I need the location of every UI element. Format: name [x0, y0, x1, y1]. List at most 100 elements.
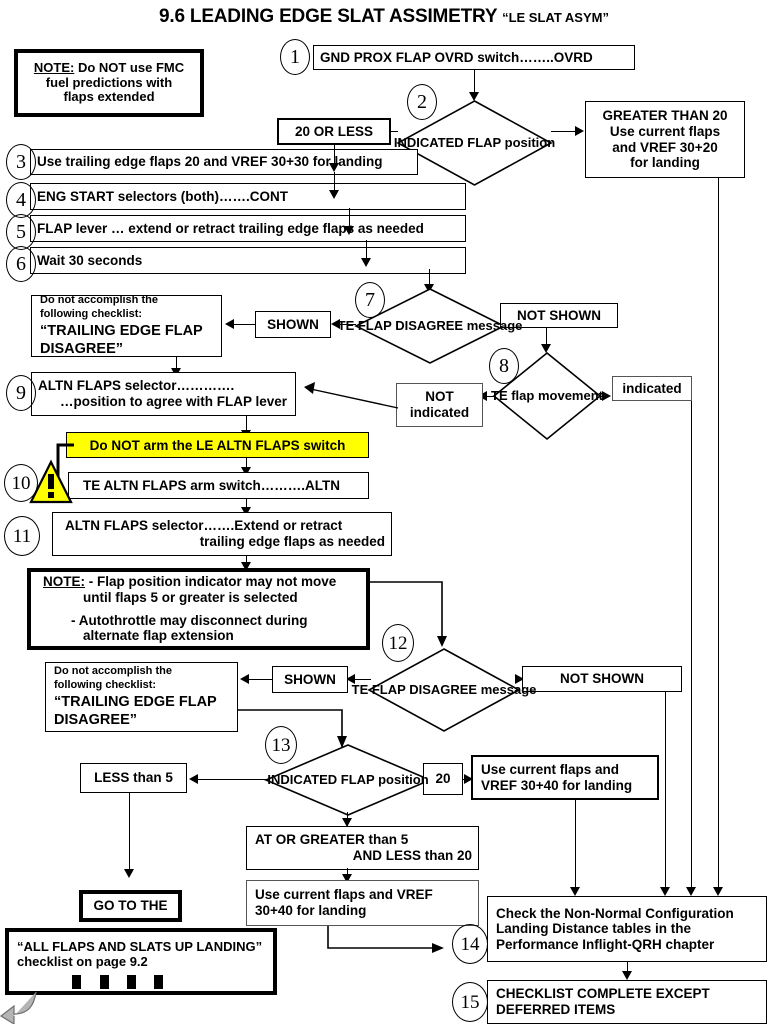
box-20-or-less: 20 OR LESS — [277, 118, 391, 145]
note-box-bottom: NOTE: - Flap position indicator may not … — [27, 568, 370, 650]
box-do-not-accomplish-1: Do not accomplish the following checklis… — [31, 294, 222, 357]
arrowhead-7-to-shown1 — [331, 319, 340, 329]
connector-shown1-to-donot1 — [232, 324, 256, 325]
box-altn-flaps-selector-9: ALTN FLAPS selector…………. …position to ag… — [31, 372, 296, 416]
arrowhead-8-to-indicated — [602, 391, 611, 401]
step-number-12: 12 — [382, 624, 414, 662]
decision-2-line2: FLAP — [467, 134, 501, 150]
connector-donot2-to-13 — [238, 709, 347, 748]
box-shown-2: SHOWN — [272, 666, 348, 693]
donot2-line4: DISAGREE” — [54, 711, 137, 728]
box-step5-label: FLAP lever … extend or retract trailing … — [37, 220, 424, 236]
box-20-or-less-label: 20 OR LESS — [294, 123, 374, 139]
arrowhead-4-to-5 — [344, 226, 354, 235]
warning-yellow-label: Do NOT arm the LE ALTN FLAPS switch — [89, 437, 346, 453]
box-altn-flaps-selector-11: ALTN FLAPS selector…….Extend or retract … — [52, 512, 392, 556]
arrowhead-shown1-to-donot1 — [225, 319, 234, 329]
arrowhead-2-to-greater20 — [575, 126, 584, 136]
arrowhead-5-to-6 — [361, 258, 371, 267]
box-wait-30-seconds: Wait 30 seconds — [30, 247, 466, 274]
decision-8-line2: movement — [537, 387, 603, 403]
decision-7-text: TE FLAP DISAGREE message — [338, 318, 523, 334]
arrowhead-notshown2-to-14 — [660, 887, 670, 896]
connector-less5-to-goto — [129, 793, 130, 873]
box-checklist-complete: CHECKLIST COMPLETE EXCEPT DEFERRED ITEMS — [487, 980, 767, 1024]
connector-10-to-11 — [246, 499, 247, 513]
box-flap-lever: FLAP lever … extend or retract trailing … — [30, 215, 466, 242]
box-flap-20-label: 20 — [435, 771, 451, 787]
note2-line2: until flaps 5 or greater is selected — [83, 589, 298, 605]
step-number-7: 7 — [355, 282, 385, 318]
step-number-3: 3 — [6, 144, 36, 180]
box-step15-line1: CHECKLIST COMPLETE EXCEPT — [496, 986, 710, 1002]
box-step14-line1: Check the Non-Normal Configuration — [496, 905, 734, 921]
decision-te-flap-disagree-7: TE FLAP DISAGREE message — [338, 288, 522, 364]
decision-2-text: INDICATED FLAP position — [394, 135, 555, 151]
box-not-shown-1: NOT SHOWN — [500, 303, 618, 328]
box-do-not-accomplish-2: Do not accomplish the following checklis… — [45, 662, 238, 732]
box-indicated-label: indicated — [622, 380, 682, 396]
box-shown-1-label: SHOWN — [267, 316, 319, 332]
box-at-or-greater-than-5: AT OR GREATER than 5 AND LESS than 20 — [246, 826, 479, 870]
box-not-shown-2-label: NOT SHOWN — [560, 671, 644, 687]
diamond-shape-7 — [354, 288, 506, 364]
diamond-shape-8 — [492, 351, 602, 441]
not-indicated-line2: indicated — [409, 405, 470, 420]
note2-line4: alternate flap extension — [83, 628, 234, 644]
decision-te-flap-disagree-12: TE FLAP DISAGREE message — [352, 648, 536, 732]
decision-indicated-flap-position-2: INDICATED FLAP position — [394, 100, 555, 186]
box-step9-line2: …position to agree with FLAP lever — [60, 394, 288, 409]
connector-4-to-5 — [349, 208, 350, 230]
box-step14-line2: Landing Distance tables in the — [496, 921, 692, 937]
step-number-6: 6 — [6, 246, 36, 282]
arrowhead-20orless-to-3 — [329, 163, 339, 172]
connector-notindicated-to-9 — [304, 382, 399, 409]
box-step10-label: TE ALTN FLAPS arm switch……….ALTN — [83, 477, 341, 493]
atgreater-line2: AND LESS than 20 — [352, 848, 472, 863]
allflaps-line2: checklist on page 9.2 — [17, 953, 148, 969]
box-step11-line1: ALTN FLAPS selector…….Extend or retract — [65, 518, 343, 534]
arrowhead-12-to-notshown2 — [515, 674, 524, 684]
arrowhead-1-to-2 — [469, 92, 479, 101]
box-step9-line1: ALTN FLAPS selector…………. — [38, 378, 235, 394]
arrowhead-13-to-atgreater — [342, 818, 352, 827]
use40a-line2: VREF 30+40 for landing — [481, 777, 633, 793]
box-gnd-prox-flap-ovrd: GND PROX FLAP OVRD switch……..OVRD — [313, 45, 635, 70]
checklist-tick-2 — [100, 975, 109, 989]
box-do-not-arm-le-altn-flaps: Do NOT arm the LE ALTN FLAPS switch — [66, 432, 369, 458]
checklist-tick-3 — [127, 975, 136, 989]
arrowhead-warning-to-10 — [241, 467, 251, 476]
decision-12-line3: message — [480, 681, 537, 697]
step-number-14: 14 — [452, 924, 488, 964]
connector-notshown1-to-8 — [546, 328, 547, 350]
note2-line1: NOTE: - Flap position indicator may not … — [43, 574, 337, 590]
use40b-line1: Use current flaps and VREF — [255, 887, 433, 903]
donot1-line3: “TRAILING EDGE FLAP — [40, 322, 203, 339]
arrowhead-atgreater-to-use40b — [342, 874, 352, 883]
decision-2-line3: position — [504, 134, 556, 150]
box-step6-label: Wait 30 seconds — [37, 252, 143, 268]
box-less-than-5-label: LESS than 5 — [94, 770, 173, 786]
connector-use40b-to-14 — [327, 926, 444, 953]
donot1-line1: Do not accomplish the — [40, 294, 158, 307]
box-check-non-normal-config: Check the Non-Normal Configuration Landi… — [487, 896, 767, 962]
step-number-4: 4 — [6, 182, 36, 218]
allflaps-line1: “ALL FLAPS AND SLATS UP LANDING” — [17, 938, 263, 954]
donot2-line1: Do not accomplish the — [54, 665, 172, 678]
box-step15-line2: DEFERRED ITEMS — [496, 1002, 616, 1017]
connector-indicated-to-14 — [691, 401, 692, 891]
page-title-main: 9.6 LEADING EDGE SLAT ASSIMETRY — [159, 6, 497, 27]
connector-7-to-shown1 — [338, 324, 356, 325]
arrowhead-shown2-to-donot2 — [240, 674, 249, 684]
decision-7-line1: TE FLAP — [337, 317, 392, 333]
use40b-line2: 30+40 for landing — [255, 903, 367, 918]
decision-indicated-flap-position-13: INDICATED FLAP position — [263, 744, 433, 816]
step-number-9: 9 — [6, 375, 36, 411]
decision-te-flap-movement-8: TE flap movement — [491, 351, 603, 441]
box-use-current-flaps-3040-a: Use current flaps and VREF 30+40 for lan… — [471, 755, 659, 800]
box-shown-2-label: SHOWN — [284, 671, 336, 687]
box-not-shown-1-label: NOT SHOWN — [517, 307, 601, 323]
decision-7-line3: message — [466, 317, 523, 333]
decision-13-line2: FLAP — [340, 771, 375, 787]
